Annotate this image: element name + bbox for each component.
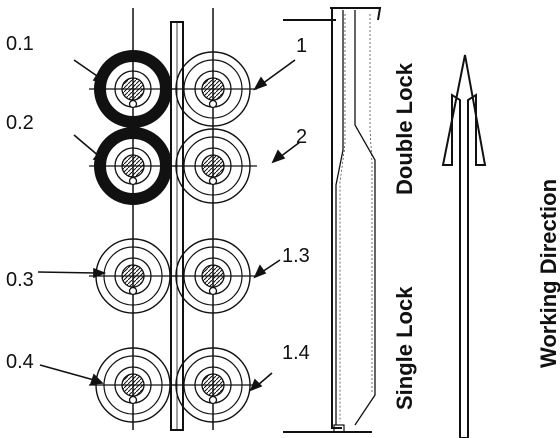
label-0-1: 0.1	[6, 33, 34, 55]
right-leader-arrows	[249, 59, 301, 392]
roller-right-1	[169, 51, 257, 127]
up-arrow-outline	[441, 54, 487, 438]
roller-group	[89, 50, 257, 423]
roller-left-4	[89, 347, 177, 423]
shaft-lines	[132, 8, 214, 430]
roller-left-2	[89, 127, 177, 205]
label-2: 2	[296, 126, 307, 148]
label-0-2: 0.2	[6, 112, 34, 134]
left-leader-arrows	[37, 59, 107, 385]
label-0-3: 0.3	[6, 269, 34, 291]
label-1-3: 1.3	[282, 245, 310, 267]
roller-left-1	[89, 50, 177, 128]
guide-strip	[170, 21, 184, 431]
label-1-4: 1.4	[282, 342, 310, 364]
roller-right-4	[169, 347, 257, 423]
roller-right-3	[169, 238, 257, 314]
lock-rail	[283, 7, 382, 433]
single-lock-label: Single Lock	[392, 286, 417, 410]
working-direction-label: Working Direction	[536, 179, 560, 368]
label-0-4: 0.4	[6, 351, 34, 373]
roller-right-2	[169, 128, 257, 204]
label-1: 1	[296, 35, 307, 57]
double-lock-label: Double Lock	[392, 62, 417, 195]
